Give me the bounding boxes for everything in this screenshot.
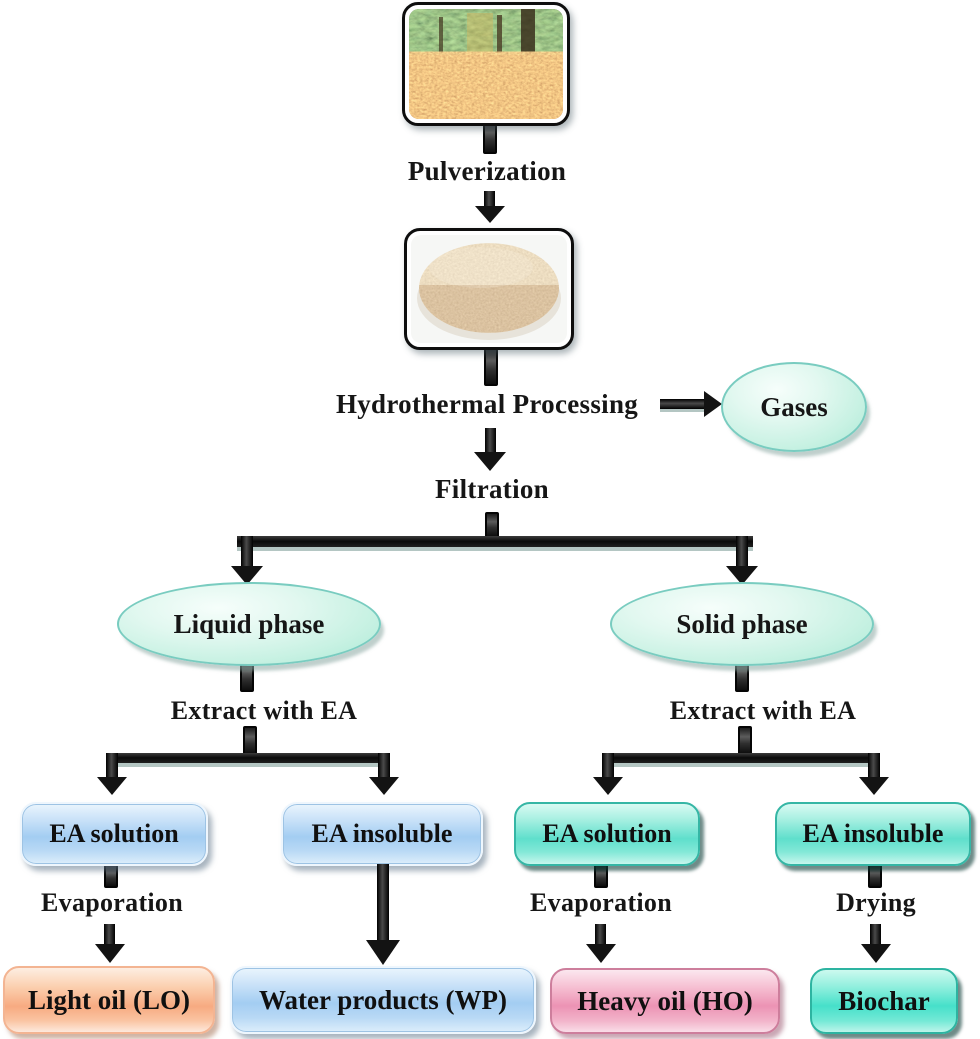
evaporation-solid-label: Evaporation <box>530 888 672 917</box>
ea-insoluble-solid-box: EA insoluble <box>775 802 971 866</box>
ea-insoluble-solid-label: EA insoluble <box>802 819 944 848</box>
right-arrow-head <box>704 391 722 417</box>
ea-solution-solid-label: EA solution <box>542 819 672 848</box>
connector-joint <box>243 726 257 755</box>
filtration-label: Filtration <box>435 474 549 504</box>
ea-solution-liquid-box: EA solution <box>20 802 208 866</box>
hydrothermal-processing-label: Hydrothermal Processing <box>335 389 639 419</box>
branch-line-solid <box>602 753 880 763</box>
down-arrow-head <box>366 940 400 965</box>
down-arrow-long <box>377 864 389 940</box>
ea-solution-liquid-label: EA solution <box>49 819 179 848</box>
connector-joint <box>738 726 752 755</box>
gases-ellipse: Gases <box>721 362 867 452</box>
extract-with-ea-solid-label: Extract with EA <box>669 696 857 725</box>
drying-label: Drying <box>836 888 916 917</box>
down-arrow <box>595 924 606 944</box>
pulverization-label: Pulverization <box>407 156 567 186</box>
powder-mound-illustration <box>411 235 567 343</box>
connector-joint <box>484 346 498 386</box>
branch-drop <box>378 753 390 777</box>
extract-with-ea-liquid-label: Extract with EA <box>170 696 358 725</box>
fallen-leaves-photo <box>402 2 570 126</box>
powder-photo-image <box>411 235 567 343</box>
light-oil-label: Light oil (LO) <box>27 984 190 1015</box>
liquid-phase-ellipse: Liquid phase <box>117 582 381 666</box>
biochar-label: Biochar <box>838 985 930 1016</box>
down-arrow-head <box>369 777 399 795</box>
ea-insoluble-liquid-box: EA insoluble <box>281 802 483 866</box>
down-arrow <box>104 924 115 944</box>
connector-joint <box>485 512 499 538</box>
connector-joint <box>868 864 882 888</box>
down-arrow-head <box>231 566 263 585</box>
heavy-oil-label: Heavy oil (HO) <box>577 985 753 1016</box>
down-arrow-head <box>726 566 758 585</box>
forest-floor-illustration <box>409 9 563 119</box>
branch-drop <box>106 753 118 777</box>
biochar-box: Biochar <box>810 968 958 1034</box>
down-arrow-head <box>475 206 505 223</box>
branch-drop <box>602 753 614 777</box>
down-arrow <box>870 924 881 944</box>
light-oil-box: Light oil (LO) <box>3 966 215 1034</box>
branch-right-drop <box>736 536 748 566</box>
down-arrow-head <box>474 452 506 471</box>
solid-phase-ellipse: Solid phase <box>610 582 874 666</box>
down-arrow-head <box>861 944 891 963</box>
water-products-label: Water products (WP) <box>259 984 507 1015</box>
down-arrow <box>484 191 495 206</box>
ea-solution-solid-box: EA solution <box>514 802 700 866</box>
right-arrow <box>660 399 704 409</box>
down-arrow-head <box>586 944 616 963</box>
down-arrow-head <box>97 777 127 795</box>
gases-label: Gases <box>760 391 828 422</box>
down-arrow-head <box>859 777 889 795</box>
ea-insoluble-liquid-label: EA insoluble <box>311 819 453 848</box>
heavy-oil-box: Heavy oil (HO) <box>550 968 780 1034</box>
down-arrow-head <box>593 777 623 795</box>
down-arrow-head <box>95 944 125 963</box>
connector-joint <box>104 864 118 888</box>
powder-photo <box>404 228 574 350</box>
down-arrow <box>485 428 496 452</box>
solid-phase-label: Solid phase <box>676 608 808 639</box>
connector-joint <box>594 864 608 888</box>
fallen-leaves-photo-image <box>409 9 563 119</box>
water-products-box: Water products (WP) <box>230 966 536 1034</box>
evaporation-liquid-label: Evaporation <box>41 888 183 917</box>
liquid-phase-label: Liquid phase <box>173 608 325 639</box>
branch-line-liquid <box>106 753 390 763</box>
branch-left-drop <box>241 536 253 566</box>
branch-drop <box>868 753 880 777</box>
branch-line-main <box>237 536 753 547</box>
